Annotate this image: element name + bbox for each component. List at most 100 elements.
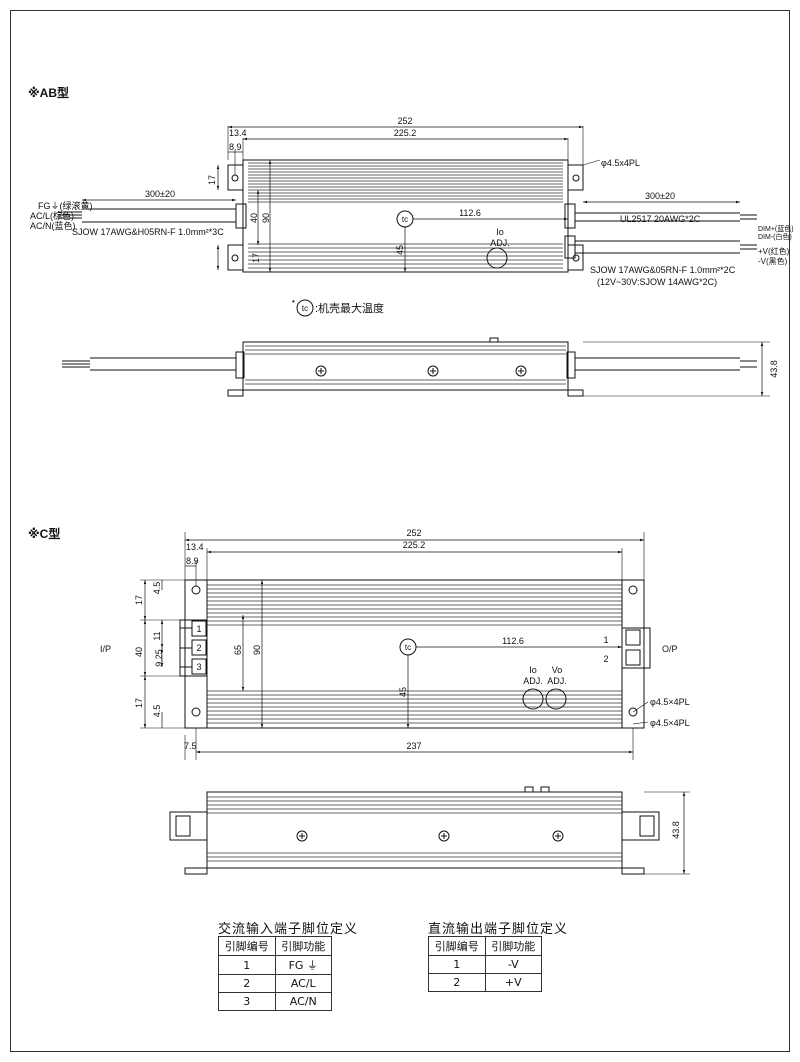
ab-dim-225: 225.2 <box>394 128 417 138</box>
ab-dim-40: 40 <box>249 213 259 223</box>
tc-legend-text: :机壳最大温度 <box>315 301 384 315</box>
c-side-view <box>169 786 690 875</box>
ab-acl-label: AC/L(棕色) <box>30 210 74 221</box>
ab-dim-90: 90 <box>261 213 271 223</box>
c-ip-label: I/P <box>100 644 111 654</box>
ab-side-height: 43.8 <box>769 360 779 378</box>
ab-right-cable-spec-top: UL2517 20AWG*2C <box>620 214 701 224</box>
c-dim-13-4: 13.4 <box>186 542 204 552</box>
ab-dim-plus-label: DIM+(蓝色) <box>758 224 794 233</box>
table-row: 1 -V <box>428 955 542 974</box>
c-top-labels: 252 225.2 13.4 8.9 17 4.5 11 40 9.25 17 … <box>100 528 690 751</box>
ab-top-fins <box>248 162 563 269</box>
table-row: 2 AC/L <box>218 974 332 993</box>
c-dim-90: 90 <box>252 645 262 655</box>
c-dim-112-6: 112.6 <box>502 636 524 646</box>
dc-cell: -V <box>484 955 542 974</box>
ab-right-cable-spec-bot2: (12V~30V:SJOW 14AWG*2C) <box>597 277 717 287</box>
c-io-adj-label: ADJ. <box>523 676 543 686</box>
c-dim-9-25: 9.25 <box>154 649 164 667</box>
c-vo-adj-label: ADJ. <box>547 676 567 686</box>
tc-legend: • tc :机壳最大温度 <box>292 297 384 317</box>
c-tc-symbol: tc <box>405 643 411 652</box>
c-dim-7-5: 7.5 <box>184 741 197 751</box>
c-dim-237: 237 <box>406 741 421 751</box>
ac-cell: AC/N <box>274 992 332 1011</box>
dc-cell: 2 <box>428 973 486 992</box>
c-out1: 1 <box>603 635 608 645</box>
c-out2: 2 <box>603 654 608 664</box>
ab-dim-45: 45 <box>395 245 405 255</box>
c-dim-65: 65 <box>233 645 243 655</box>
ac-table-title: 交流输入端子脚位定义 <box>218 922 359 937</box>
c-dim-252: 252 <box>406 528 421 538</box>
ac-cell: FG ⏚ <box>274 955 332 975</box>
c-section-label: ※C型 <box>28 527 61 541</box>
c-dim-11: 11 <box>152 631 162 640</box>
table-row: 1 FG ⏚ <box>218 955 332 975</box>
c-dim-40: 40 <box>134 647 144 657</box>
ab-dim-17-top: 17 <box>207 175 217 185</box>
c-top-view <box>140 532 651 760</box>
tc-legend-symbol: tc <box>302 304 308 313</box>
c-io-label: Io <box>529 665 537 675</box>
ab-dim-13-4: 13.4 <box>229 128 247 138</box>
ab-top-view <box>58 125 757 273</box>
ab-vminus-label: -V(黑色) <box>758 256 788 266</box>
c-pin3: 3 <box>196 662 201 672</box>
table-row: 引脚编号 引脚功能 <box>218 936 332 956</box>
dc-cell: 1 <box>428 955 486 974</box>
ab-fg-label: FG⏚(绿滚黄) <box>38 200 93 211</box>
table-row: 2 +V <box>428 973 542 992</box>
table-row: 引脚编号 引脚功能 <box>428 936 542 956</box>
c-pin2: 2 <box>196 643 201 653</box>
dc-pin-table: 引脚编号 引脚功能 1 -V 2 +V <box>428 936 542 992</box>
dc-cell: +V <box>484 973 542 992</box>
ac-cell: 2 <box>218 974 276 993</box>
dc-header-pin: 引脚编号 <box>428 936 486 956</box>
ab-top-labels: 252 225.2 13.4 8.9 17 40 90 17 45 112.6 … <box>30 116 794 287</box>
c-pin1: 1 <box>196 624 201 634</box>
ab-io-label: Io <box>496 227 504 237</box>
ab-section-label: ※AB型 <box>28 86 69 100</box>
ab-right-cable-spec-bot1: SJOW 17AWG&05RN-F 1.0mm²*2C <box>590 265 736 275</box>
ab-tc-symbol: tc <box>402 215 408 224</box>
c-dim-17-bot: 17 <box>134 698 144 708</box>
ab-dim-252: 252 <box>397 116 412 126</box>
ab-vplus-label: +V(红色) <box>758 246 790 256</box>
table-row: 3 AC/N <box>218 992 332 1011</box>
c-hole-note-1: φ4.5×4PL <box>650 697 690 707</box>
c-op-label: O/P <box>662 644 678 654</box>
c-top-fins <box>207 584 622 724</box>
c-dim-4-5-bot: 4.5 <box>152 705 162 718</box>
drawing-frame <box>10 10 790 1052</box>
ab-left-cable-len: 300±20 <box>145 189 175 199</box>
c-side-height: 43.8 <box>671 821 681 839</box>
dc-header-func: 引脚功能 <box>484 936 542 956</box>
ac-header-pin: 引脚编号 <box>218 936 276 956</box>
ac-cell: 1 <box>218 955 276 975</box>
c-hole-note-2: φ4.5×4PL <box>650 718 690 728</box>
ab-dim-17-bot: 17 <box>251 253 261 263</box>
ac-header-func: 引脚功能 <box>274 936 332 956</box>
c-dim-17-top: 17 <box>134 595 144 605</box>
ac-pin-table: 引脚编号 引脚功能 1 FG ⏚ 2 AC/L 3 AC/N <box>218 936 332 1011</box>
ac-cell: AC/L <box>274 974 332 993</box>
ab-left-cable-spec: SJOW 17AWG&H05RN-F 1.0mm²*3C <box>72 227 224 237</box>
c-dim-45: 45 <box>398 687 408 697</box>
ab-dim-112-6: 112.6 <box>459 208 481 218</box>
svg-text:•: • <box>292 297 295 306</box>
ab-side-view <box>62 337 770 397</box>
c-dim-4-5-top: 4.5 <box>152 582 162 595</box>
ab-adj-label: ADJ. <box>490 238 510 248</box>
ab-acn-label: AC/N(蓝色) <box>30 220 76 231</box>
ab-dim-minus-label: DIM-(白色) <box>758 232 792 241</box>
ac-cell: 3 <box>218 992 276 1011</box>
c-vo-label: Vo <box>552 665 563 675</box>
ab-right-cable-len: 300±20 <box>645 191 675 201</box>
dc-table-title: 直流输出端子脚位定义 <box>428 922 569 937</box>
ab-dim-8-9: 8.9 <box>229 142 242 152</box>
c-dim-225: 225.2 <box>403 540 426 550</box>
c-dim-8-9: 8.9 <box>186 556 199 566</box>
